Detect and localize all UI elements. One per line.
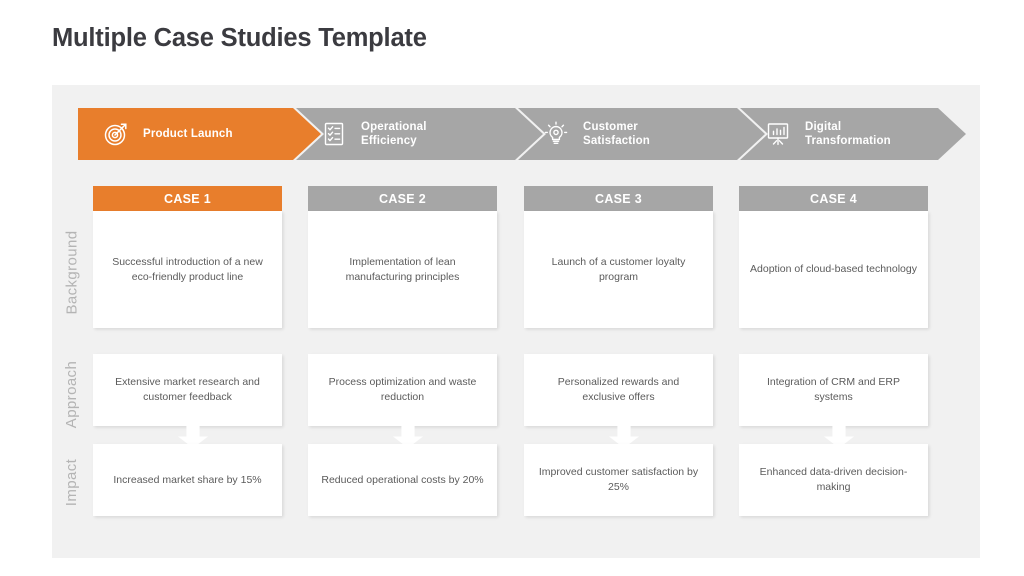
card-text: Extensive market research and customer f…	[115, 376, 260, 403]
target-icon	[102, 120, 130, 148]
background-card-2[interactable]: Implementation of lean manufacturing pri…	[308, 211, 497, 328]
row-label-approach: Approach	[58, 352, 86, 436]
row-label-impact: Impact	[58, 444, 86, 520]
banner-step-operational-efficiency[interactable]: Operational Efficiency	[296, 108, 543, 160]
impact-card-2[interactable]: Reduced operational costs by 20%	[308, 444, 497, 516]
card-text: Increased market share by 15%	[113, 473, 262, 486]
card-text: Adoption of cloud-based technology	[750, 263, 917, 275]
banner-step-product-launch[interactable]: Product Launch	[78, 108, 321, 160]
card-text: Integration of CRM and ERP systems	[766, 376, 901, 403]
row-label-text: Background	[63, 229, 81, 315]
approach-card-2[interactable]: Process optimization and waste reduction	[308, 354, 497, 426]
case-header-4[interactable]: CASE 4	[739, 186, 928, 211]
case-header-2[interactable]: CASE 2	[308, 186, 497, 211]
case-header-label: CASE 3	[595, 191, 642, 206]
row-label-text: Approach	[63, 360, 81, 428]
banner-step-label: Customer Satisfaction	[583, 120, 650, 148]
approach-card-4[interactable]: Integration of CRM and ERP systems	[739, 354, 928, 426]
card-text: Improved customer satisfaction by 25%	[538, 466, 699, 493]
page-title: Multiple Case Studies Template	[52, 24, 427, 52]
banner-step-customer-satisfaction[interactable]: Customer Satisfaction	[518, 108, 765, 160]
card-text: Process optimization and waste reduction	[328, 376, 477, 403]
banner-step-label: Product Launch	[143, 127, 233, 140]
case-header-label: CASE 2	[379, 191, 426, 206]
case-header-label: CASE 4	[810, 191, 857, 206]
background-card-4[interactable]: Adoption of cloud-based technology	[739, 211, 928, 328]
case-header-3[interactable]: CASE 3	[524, 186, 713, 211]
process-banner: Product Launch Operational Efficiency	[78, 108, 966, 160]
approach-card-3[interactable]: Personalized rewards and exclusive offer…	[524, 354, 713, 426]
card-text: Personalized rewards and exclusive offer…	[557, 376, 680, 403]
row-label-text: Impact	[63, 458, 81, 506]
background-card-1[interactable]: Successful introduction of a new eco-fri…	[93, 211, 282, 328]
card-text: Enhanced data-driven decision-making	[759, 466, 908, 493]
case-header-label: CASE 1	[164, 191, 211, 206]
presentation-chart-icon	[764, 120, 792, 148]
card-text: Implementation of lean manufacturing pri…	[345, 255, 460, 283]
banner-step-digital-transformation[interactable]: Digital Transformation	[740, 108, 966, 160]
card-text: Launch of a customer loyalty program	[551, 255, 686, 283]
card-text: Reduced operational costs by 20%	[321, 473, 484, 486]
impact-card-4[interactable]: Enhanced data-driven decision-making	[739, 444, 928, 516]
row-label-background: Background	[58, 212, 86, 332]
banner-step-label: Digital Transformation	[805, 120, 891, 148]
card-text: Successful introduction of a new eco-fri…	[112, 255, 263, 283]
case-header-1[interactable]: CASE 1	[93, 186, 282, 211]
background-card-3[interactable]: Launch of a customer loyalty program	[524, 211, 713, 328]
impact-card-1[interactable]: Increased market share by 15%	[93, 444, 282, 516]
lightbulb-icon	[542, 120, 570, 148]
impact-card-3[interactable]: Improved customer satisfaction by 25%	[524, 444, 713, 516]
checklist-icon	[320, 120, 348, 148]
banner-step-label: Operational Efficiency	[361, 120, 427, 148]
approach-card-1[interactable]: Extensive market research and customer f…	[93, 354, 282, 426]
